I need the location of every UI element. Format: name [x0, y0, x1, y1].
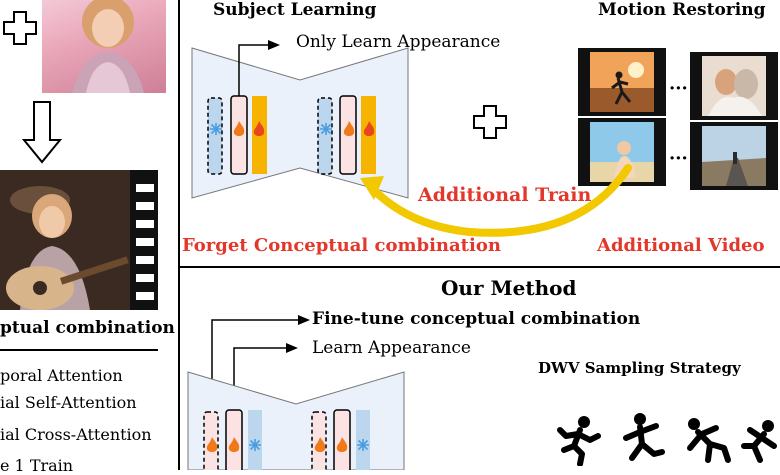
additional-video-label: Additional Video — [597, 235, 765, 256]
fire-icon — [206, 437, 218, 452]
fire-icon — [343, 121, 355, 136]
snowflake-icon — [249, 439, 261, 451]
plus-icon — [473, 105, 507, 139]
unet-diagram-bottom — [187, 315, 405, 470]
unet-diagram-top — [191, 40, 409, 199]
plus-icon — [3, 11, 37, 45]
video-clip-road — [690, 122, 778, 190]
finetune-combination-label: Fine-tune conceptual combination — [312, 309, 641, 329]
fire-icon — [314, 437, 326, 452]
horizontal-divider — [180, 266, 780, 268]
only-learn-appearance-label: Only Learn Appearance — [296, 32, 501, 52]
fire-icon — [363, 121, 375, 136]
legend-spatial-self-attention: ial Self-Attention — [0, 393, 137, 412]
forget-combination-label: Forget Conceptual combination — [182, 235, 501, 256]
vertical-divider — [178, 0, 180, 470]
fire-icon — [228, 437, 240, 452]
running-figure-icon — [623, 413, 665, 461]
subject-photo — [42, 0, 166, 93]
learn-appearance-label: Learn Appearance — [312, 338, 471, 358]
snowflake-icon — [320, 123, 332, 135]
video-clip-couple — [690, 52, 778, 120]
down-arrow-icon — [22, 101, 62, 164]
subject-learning-title: Subject Learning — [213, 0, 377, 20]
legend-spatial-cross-attention: ial Cross-Attention — [0, 425, 152, 444]
video-clip-runner — [578, 48, 666, 116]
legend-temporal-attention: poral Attention — [0, 366, 123, 385]
caption-conceptual-combination: ptual combination — [0, 318, 175, 338]
snowflake-icon — [357, 439, 369, 451]
fire-icon — [253, 121, 265, 136]
fire-icon — [336, 437, 348, 452]
divider-left — [0, 349, 158, 351]
additional-train-label: Additional Train — [418, 184, 592, 206]
snowflake-icon — [210, 123, 222, 135]
dwv-sampling-label: DWV Sampling Strategy — [538, 359, 741, 377]
running-figure-icon — [741, 420, 777, 463]
our-method-title: Our Method — [441, 276, 577, 300]
ellipsis-bottom: ··· — [669, 148, 688, 169]
additional-train-arrow — [360, 164, 632, 237]
motion-restoring-title: Motion Restoring — [598, 0, 766, 20]
running-figure-icon — [557, 416, 601, 466]
combination-video-frame — [0, 170, 158, 310]
running-figure-icon — [687, 418, 731, 463]
legend-stage-train: e 1 Train — [0, 456, 74, 475]
fire-icon — [233, 121, 245, 136]
ellipsis-top: ··· — [669, 78, 688, 99]
